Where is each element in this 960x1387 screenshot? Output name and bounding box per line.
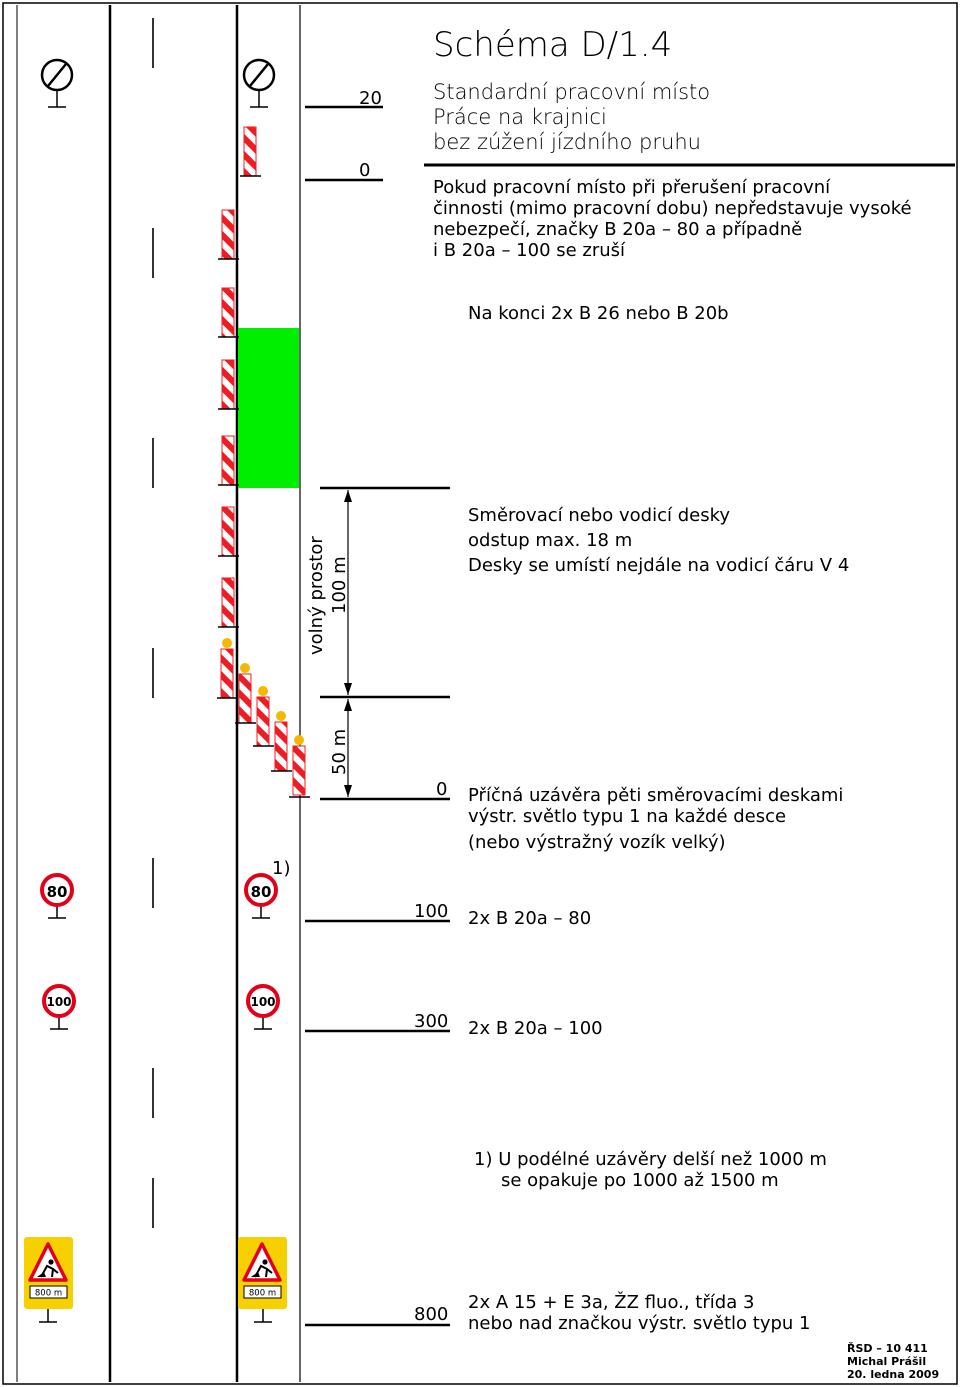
guide-note-line: Směrovací nebo vodicí desky <box>468 505 730 526</box>
distance-300: 300 <box>414 1011 448 1032</box>
closure-board-with-lamp <box>235 663 256 724</box>
guide-board <box>218 209 239 260</box>
intro-note-line: i B 20a – 100 se zruší <box>433 240 626 261</box>
svg-text:800 m: 800 m <box>249 1289 276 1299</box>
distance-20: 20 <box>359 88 382 109</box>
subtitle-line-3: bez zúžení jízdního pruhu <box>433 130 701 154</box>
speed-limit-100-sign-left: 100 <box>42 984 76 1030</box>
closure-note-line: Příčná uzávěra pěti směrovacími deskami <box>468 785 843 806</box>
warning-sign-note-line: 2x A 15 + E 3a, ŽZ fluo., třída 3 <box>468 1291 754 1313</box>
free-space-label: volný prostor <box>306 536 327 655</box>
speed-limit-100-sign-right: 100 <box>246 984 280 1030</box>
dimension-free-space <box>344 490 352 695</box>
stamp-line: 20. ledna 2009 <box>847 1368 939 1381</box>
taper-length: 50 m <box>329 729 350 775</box>
guide-board <box>240 126 261 177</box>
distance-0-top: 0 <box>359 160 370 181</box>
svg-text:80: 80 <box>47 883 68 901</box>
free-space-length: 100 m <box>329 556 350 614</box>
road-works-warning-sign-right: 800 m <box>238 1237 287 1323</box>
intro-note-line: činnosti (mimo pracovní dobu) nepředstav… <box>433 198 912 219</box>
subtitle-line-2: Práce na krajnici <box>433 105 607 129</box>
end-of-restriction-sign-right <box>242 58 276 108</box>
distance-0-bottom: 0 <box>436 779 447 800</box>
speed-limit-80-sign-right: 80 <box>244 873 278 919</box>
guide-board <box>218 577 239 628</box>
end-note: Na konci 2x B 26 nebo B 20b <box>468 303 729 324</box>
work-area <box>238 328 299 488</box>
warning-sign-note-line: nebo nad značkou výstr. světlo typu 1 <box>468 1313 810 1334</box>
stamp-line: ŘSD – 10 411 <box>847 1342 928 1355</box>
closure-board-with-lamp <box>271 711 292 772</box>
dimension-taper <box>344 699 352 797</box>
svg-text:100: 100 <box>250 995 275 1009</box>
guide-board <box>218 359 239 410</box>
distance-100: 100 <box>414 901 448 922</box>
stamp-line: Michal Prášil <box>847 1355 926 1368</box>
intro-note-line: Pokud pracovní místo při přerušení praco… <box>433 177 831 198</box>
guide-note-line: odstup max. 18 m <box>468 530 632 551</box>
guide-board <box>218 435 239 486</box>
distance-reference-lines <box>305 105 450 1327</box>
page-title: Schéma D/1.4 <box>433 25 672 65</box>
closure-board-with-lamp <box>217 638 238 699</box>
intro-note-line: nebezpečí, značky B 20a – 80 a případně <box>433 219 802 240</box>
closure-board-with-lamp <box>289 735 310 798</box>
road-works-warning-sign-left: 800 m <box>24 1237 73 1323</box>
guide-note-line: Desky se umístí nejdále na vodicí čáru V… <box>468 555 849 576</box>
guide-board <box>218 287 239 338</box>
speed-100-note: 2x B 20a – 100 <box>468 1018 603 1039</box>
guide-board <box>218 506 239 557</box>
end-of-restriction-sign-left <box>40 58 74 108</box>
footnote-marker: 1) <box>272 858 290 879</box>
svg-text:800 m: 800 m <box>35 1289 62 1299</box>
subtitle-line-1: Standardní pracovní místo <box>433 80 710 104</box>
closure-note-line: výstr. světlo typu 1 na každé desce <box>468 806 786 827</box>
footnote-line: 1) U podélné uzávěry delší než 1000 m <box>474 1149 827 1170</box>
svg-text:100: 100 <box>46 995 71 1009</box>
closure-board-with-lamp <box>253 686 274 747</box>
speed-limit-80-sign-left: 80 <box>40 873 74 919</box>
svg-text:80: 80 <box>251 883 272 901</box>
distance-800: 800 <box>414 1304 448 1325</box>
closure-note-line: (nebo výstražný vozík velký) <box>468 832 726 853</box>
footnote-line: se opakuje po 1000 až 1500 m <box>501 1170 779 1191</box>
speed-80-note: 2x B 20a – 80 <box>468 908 591 929</box>
